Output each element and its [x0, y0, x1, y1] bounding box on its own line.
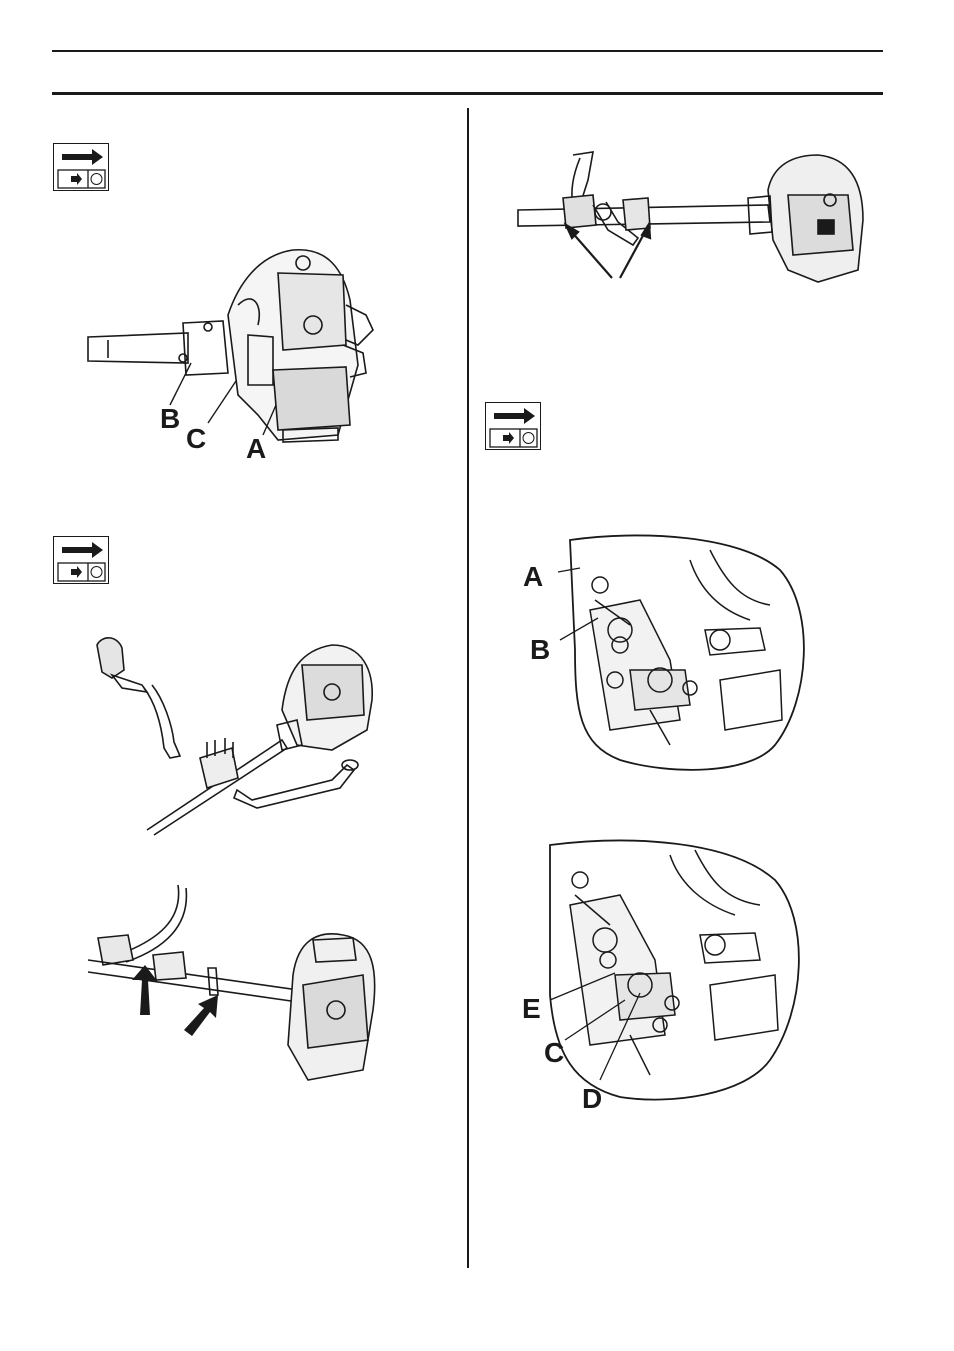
carburettor-top-figure: A B [520, 530, 810, 775]
part-label: C [186, 425, 206, 453]
stop-engine-icon [53, 536, 109, 584]
column-divider [467, 108, 469, 1268]
part-label: A [523, 563, 543, 591]
stop-symbol [91, 174, 102, 185]
stop-engine-icon [485, 402, 541, 450]
part-label: B [530, 636, 550, 664]
right-arrow-icon [494, 408, 535, 424]
handle-assembly-figure [82, 630, 382, 835]
right-arrow-icon [62, 149, 103, 165]
stop-engine-icon [53, 143, 109, 191]
part-label: A [246, 435, 266, 463]
part-label: C [544, 1039, 564, 1067]
engine-side-figure: B C A [88, 245, 388, 465]
stop-symbol [523, 433, 534, 444]
stop-symbol [91, 567, 102, 578]
part-label: B [160, 405, 180, 433]
mounted-handle-figure [88, 880, 388, 1085]
part-label: E [522, 995, 541, 1023]
header-rule-top [52, 50, 883, 52]
carburettor-bottom-figure: E C D [520, 835, 810, 1110]
part-label: D [582, 1085, 602, 1113]
trimmer-overview-figure [518, 150, 883, 290]
header-rule-bottom [52, 92, 883, 95]
right-arrow-icon [62, 542, 103, 558]
